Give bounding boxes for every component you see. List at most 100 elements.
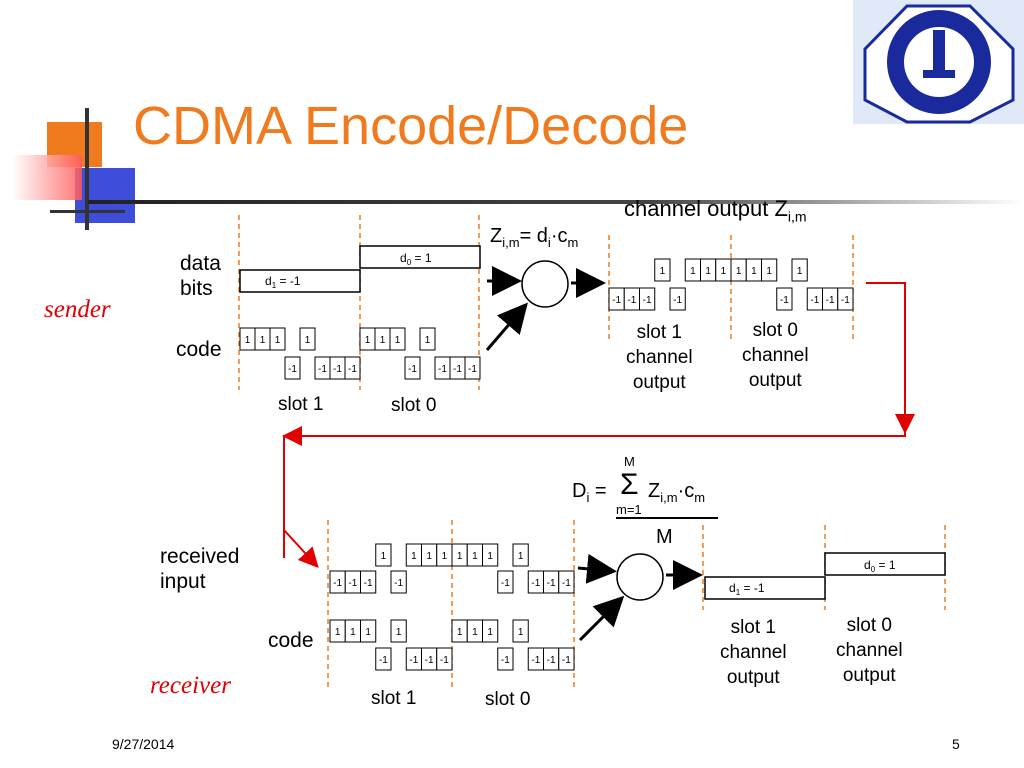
chip-value: -1: [438, 364, 447, 375]
chip-value: 1: [721, 266, 727, 277]
chip-value: -1: [501, 578, 510, 589]
chip-value: 1: [305, 335, 311, 346]
chip-value: -1: [468, 364, 477, 375]
chip-value: 1: [457, 551, 463, 562]
sender-multiplier: [521, 260, 569, 308]
chip-box: [389, 327, 406, 351]
chip-box: [482, 619, 499, 643]
slide-decoration: [0, 100, 140, 230]
chip-value: 1: [245, 335, 251, 346]
chip-value: -1: [379, 655, 388, 666]
receiver-slot1-label: slot 1: [371, 688, 417, 709]
chip-value: 1: [518, 551, 524, 562]
chip-value: 1: [365, 627, 371, 638]
chip-box: [419, 327, 436, 351]
chip-value: -1: [562, 655, 571, 666]
chip-value: 1: [736, 266, 742, 277]
chip-value: 1: [705, 266, 711, 277]
chip-value: -1: [348, 364, 357, 375]
chip-box: [669, 287, 686, 311]
chip-value: -1: [348, 578, 357, 589]
chip-box: [497, 570, 514, 594]
chip-value: -1: [408, 364, 417, 375]
chip-value: -1: [364, 578, 373, 589]
chip-box: [404, 356, 421, 380]
chip-box: [558, 647, 575, 671]
footer-date: 9/27/2014: [112, 736, 175, 752]
sender-slot0-label: slot 0: [391, 395, 437, 416]
chip-box: [639, 287, 656, 311]
receiver-formula: M Di = Σ Zi,m·cm m=1 M: [570, 454, 730, 554]
page-title: CDMA Encode/Decode: [133, 96, 689, 156]
chip-value: -1: [643, 295, 652, 306]
receiver-slot0-label: slot 0: [485, 689, 531, 710]
received-input-label: received input: [160, 545, 240, 593]
chip-box: [375, 647, 392, 671]
chip-box: [344, 356, 361, 380]
chip-box: [558, 570, 575, 594]
chip-value: 1: [396, 627, 402, 638]
chip-value: -1: [547, 578, 556, 589]
chip-value: 1: [457, 627, 463, 638]
chip-value: -1: [627, 295, 636, 306]
chip-value: -1: [318, 364, 327, 375]
chip-value: -1: [612, 295, 621, 306]
sender-slot1-label: slot 1: [278, 394, 324, 415]
svg-text:d0 = 1: d0 = 1: [864, 558, 896, 574]
chip-value: 1: [381, 551, 387, 562]
chip-box: [360, 619, 377, 643]
chip-value: 1: [395, 335, 401, 346]
chip-value: -1: [673, 295, 682, 306]
chip-value: 1: [411, 551, 417, 562]
chip-box: [360, 570, 377, 594]
receiver-label: receiver: [150, 672, 231, 699]
chip-value: 1: [518, 627, 524, 638]
chip-box: [390, 570, 407, 594]
sender-slot0-output: slot 0 channel output: [742, 320, 809, 391]
page-number: 5: [952, 736, 960, 752]
chip-value: 1: [335, 627, 341, 638]
title-underline: [88, 200, 1024, 204]
receiver-slot1-output: slot 1 channel output: [720, 617, 787, 688]
chip-value: -1: [501, 655, 510, 666]
chip-value: -1: [810, 295, 819, 306]
chip-value: -1: [453, 364, 462, 375]
sender-slot1-output: slot 1 channel output: [626, 322, 693, 393]
chip-value: -1: [841, 295, 850, 306]
sender-code-label: code: [176, 338, 222, 361]
chip-value: 1: [260, 335, 266, 346]
chip-box: [299, 327, 316, 351]
svg-text:d1 = -1: d1 = -1: [265, 274, 301, 290]
chip-value: -1: [780, 295, 789, 306]
svg-text:d1 = -1: d1 = -1: [729, 581, 765, 597]
receiver-code-label: code: [268, 629, 314, 652]
channel-output-label: channel output Zi,m: [624, 196, 807, 225]
chip-value: 1: [442, 551, 448, 562]
chip-box: [497, 647, 514, 671]
chip-value: -1: [425, 655, 434, 666]
university-logo: [853, 0, 1024, 124]
chip-value: 1: [660, 266, 666, 277]
chip-value: 1: [275, 335, 281, 346]
chip-box: [482, 543, 499, 567]
chip-value: 1: [472, 627, 478, 638]
chip-box: [436, 647, 453, 671]
chip-value: 1: [426, 551, 432, 562]
chip-value: -1: [531, 578, 540, 589]
data-bits-label: data bits: [180, 252, 221, 300]
chip-box: [512, 543, 529, 567]
chip-value: 1: [690, 266, 696, 277]
chip-box: [464, 356, 481, 380]
chip-box: [776, 287, 793, 311]
receiver-multiplier: [616, 553, 664, 601]
sender-formula: Zi,m= di·cm: [490, 225, 579, 250]
sender-label: sender: [44, 296, 111, 323]
chip-value: -1: [531, 655, 540, 666]
chip-value: -1: [394, 578, 403, 589]
chip-box: [654, 258, 671, 282]
chip-value: 1: [487, 551, 493, 562]
